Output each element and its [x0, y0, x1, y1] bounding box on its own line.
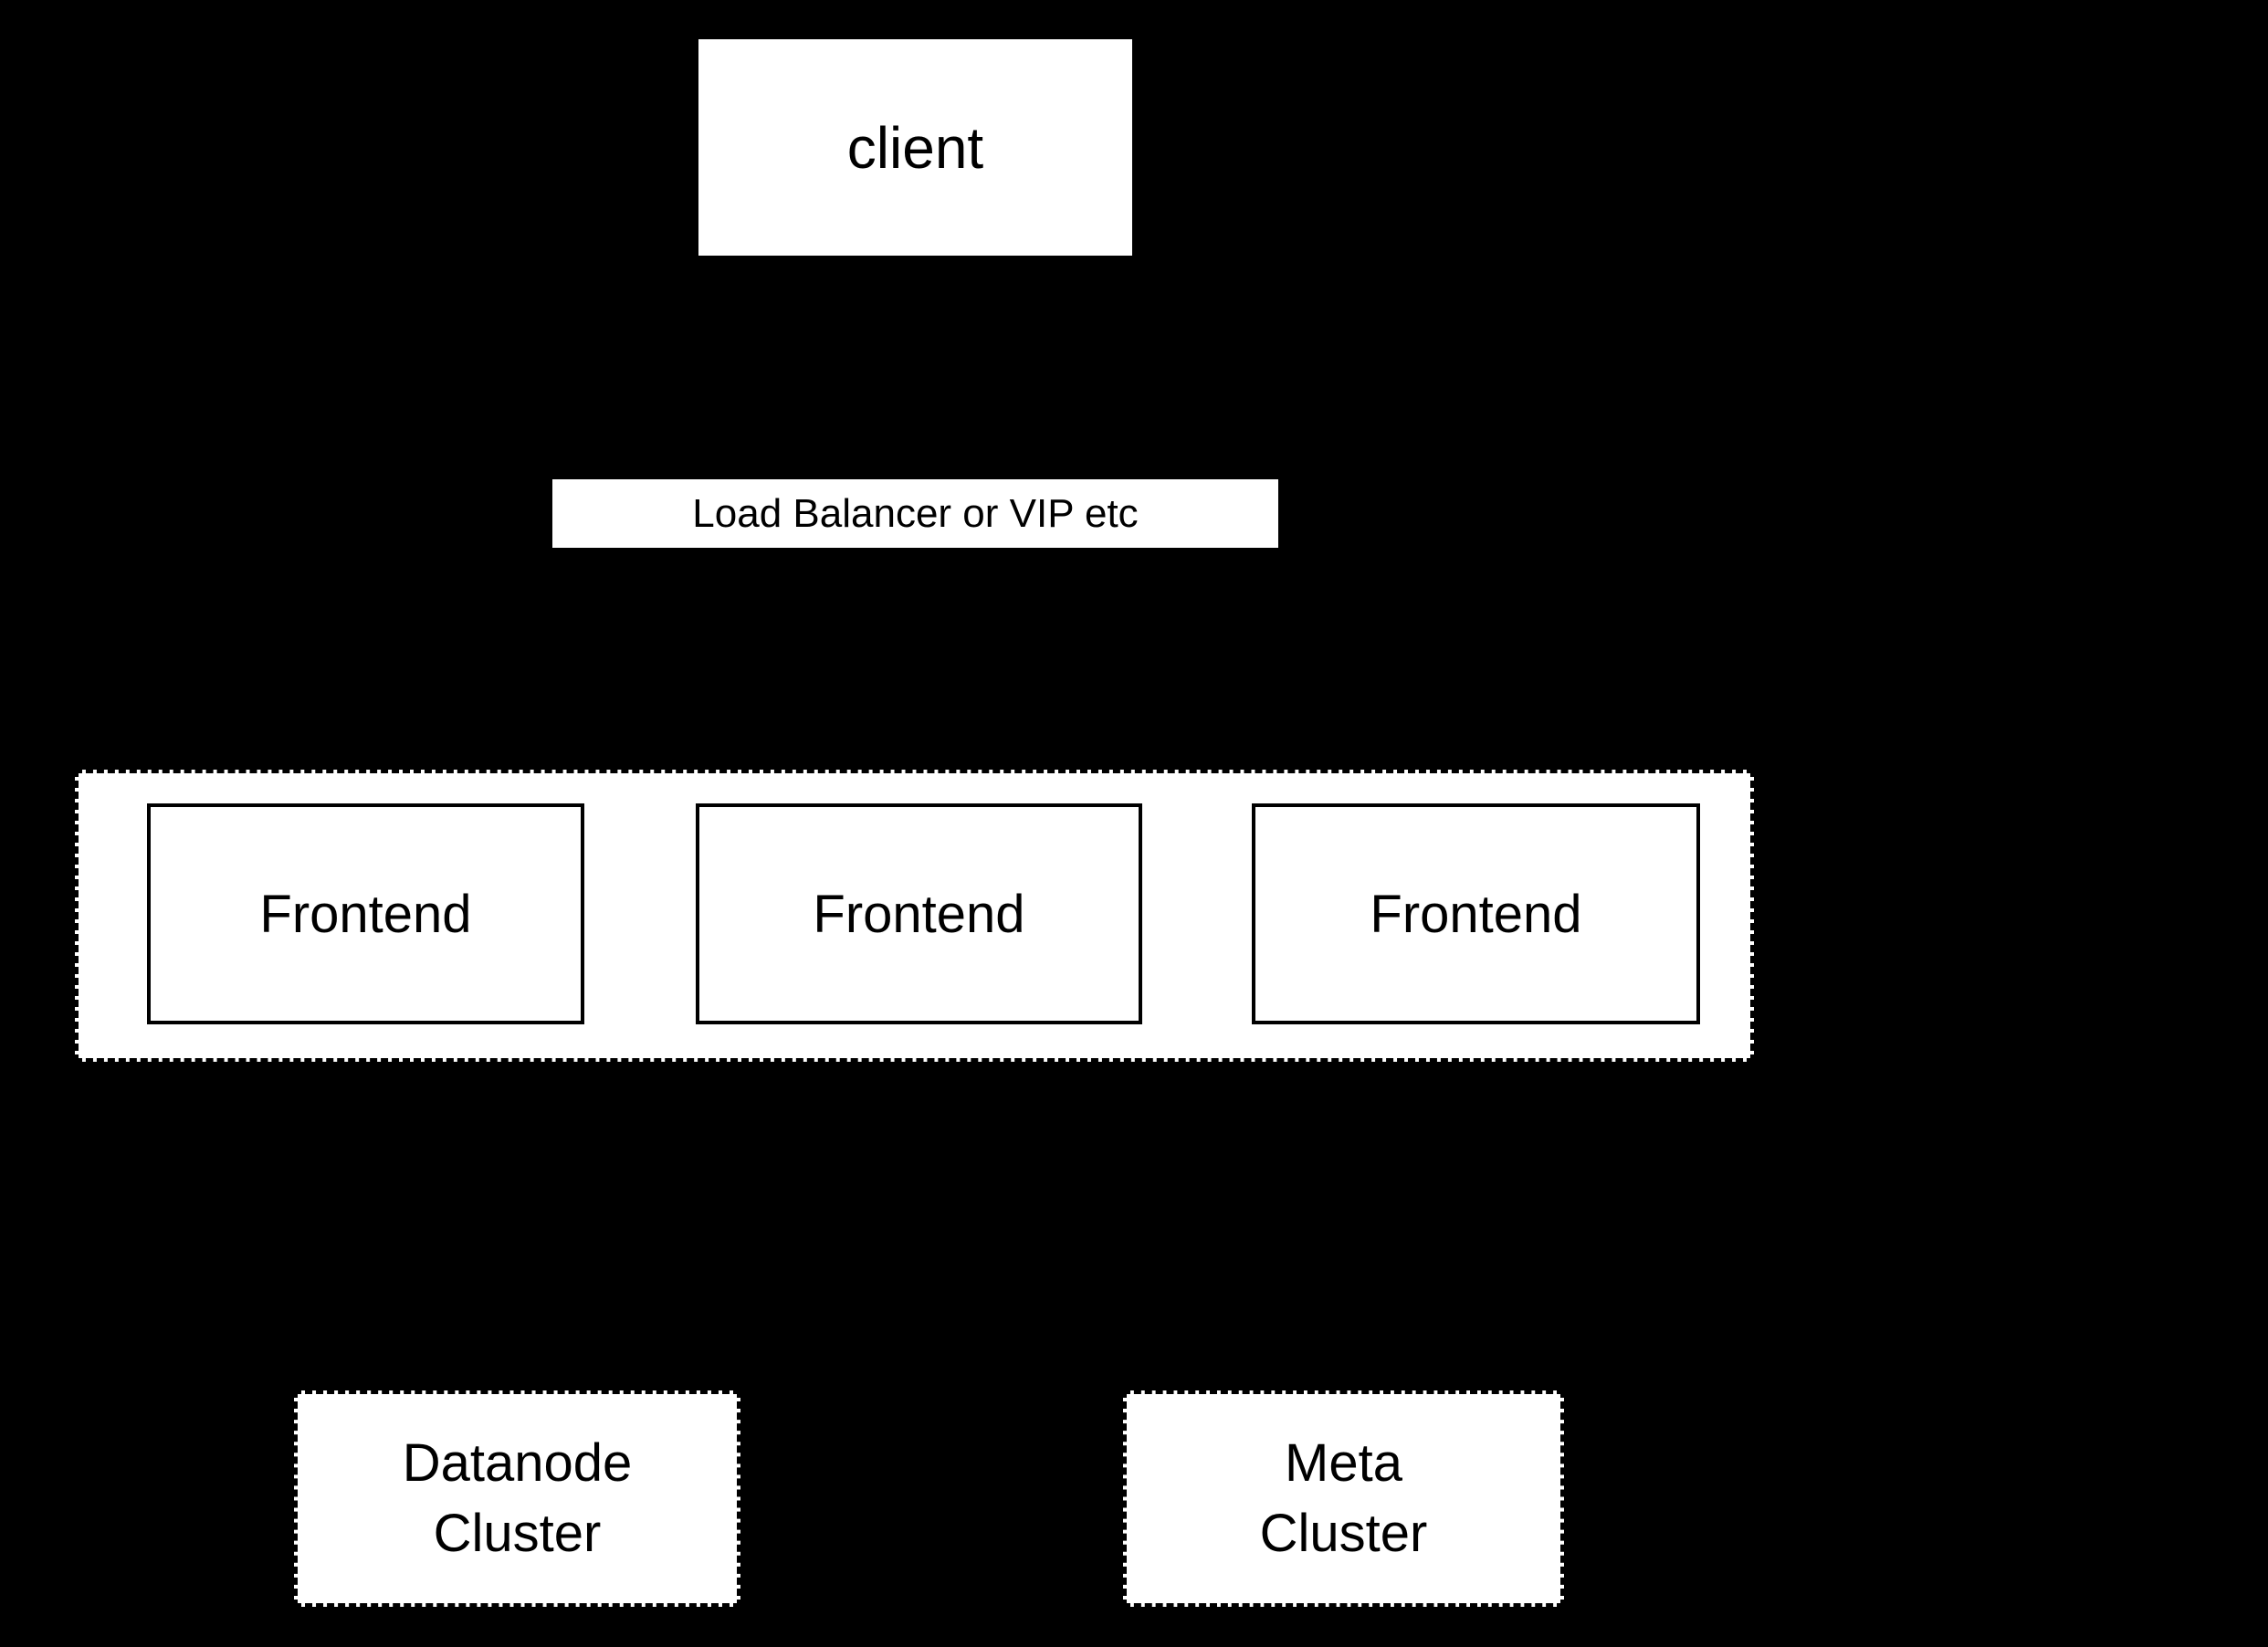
load-balancer-node-label: Load Balancer or VIP etc: [692, 490, 1139, 536]
client-node-label: client: [846, 114, 984, 181]
datanode-cluster-label-line2: Cluster: [433, 1503, 602, 1563]
meta-cluster-node: Meta Cluster: [1123, 1390, 1564, 1607]
frontend-node-1-label: Frontend: [259, 884, 472, 944]
frontend-node-3-label: Frontend: [1370, 884, 1582, 944]
client-node: client: [698, 39, 1132, 256]
frontend-node-1: Frontend: [147, 803, 584, 1024]
datanode-cluster-label-line1: Datanode: [402, 1432, 633, 1493]
frontend-node-2-label: Frontend: [813, 884, 1025, 944]
meta-cluster-label-line1: Meta: [1285, 1432, 1402, 1493]
frontend-group-container: Frontend Frontend Frontend: [75, 770, 1754, 1062]
load-balancer-node: Load Balancer or VIP etc: [552, 479, 1278, 548]
frontend-node-2: Frontend: [696, 803, 1142, 1024]
frontend-node-3: Frontend: [1252, 803, 1700, 1024]
meta-cluster-label-line2: Cluster: [1259, 1503, 1428, 1563]
datanode-cluster-node: Datanode Cluster: [294, 1390, 740, 1607]
